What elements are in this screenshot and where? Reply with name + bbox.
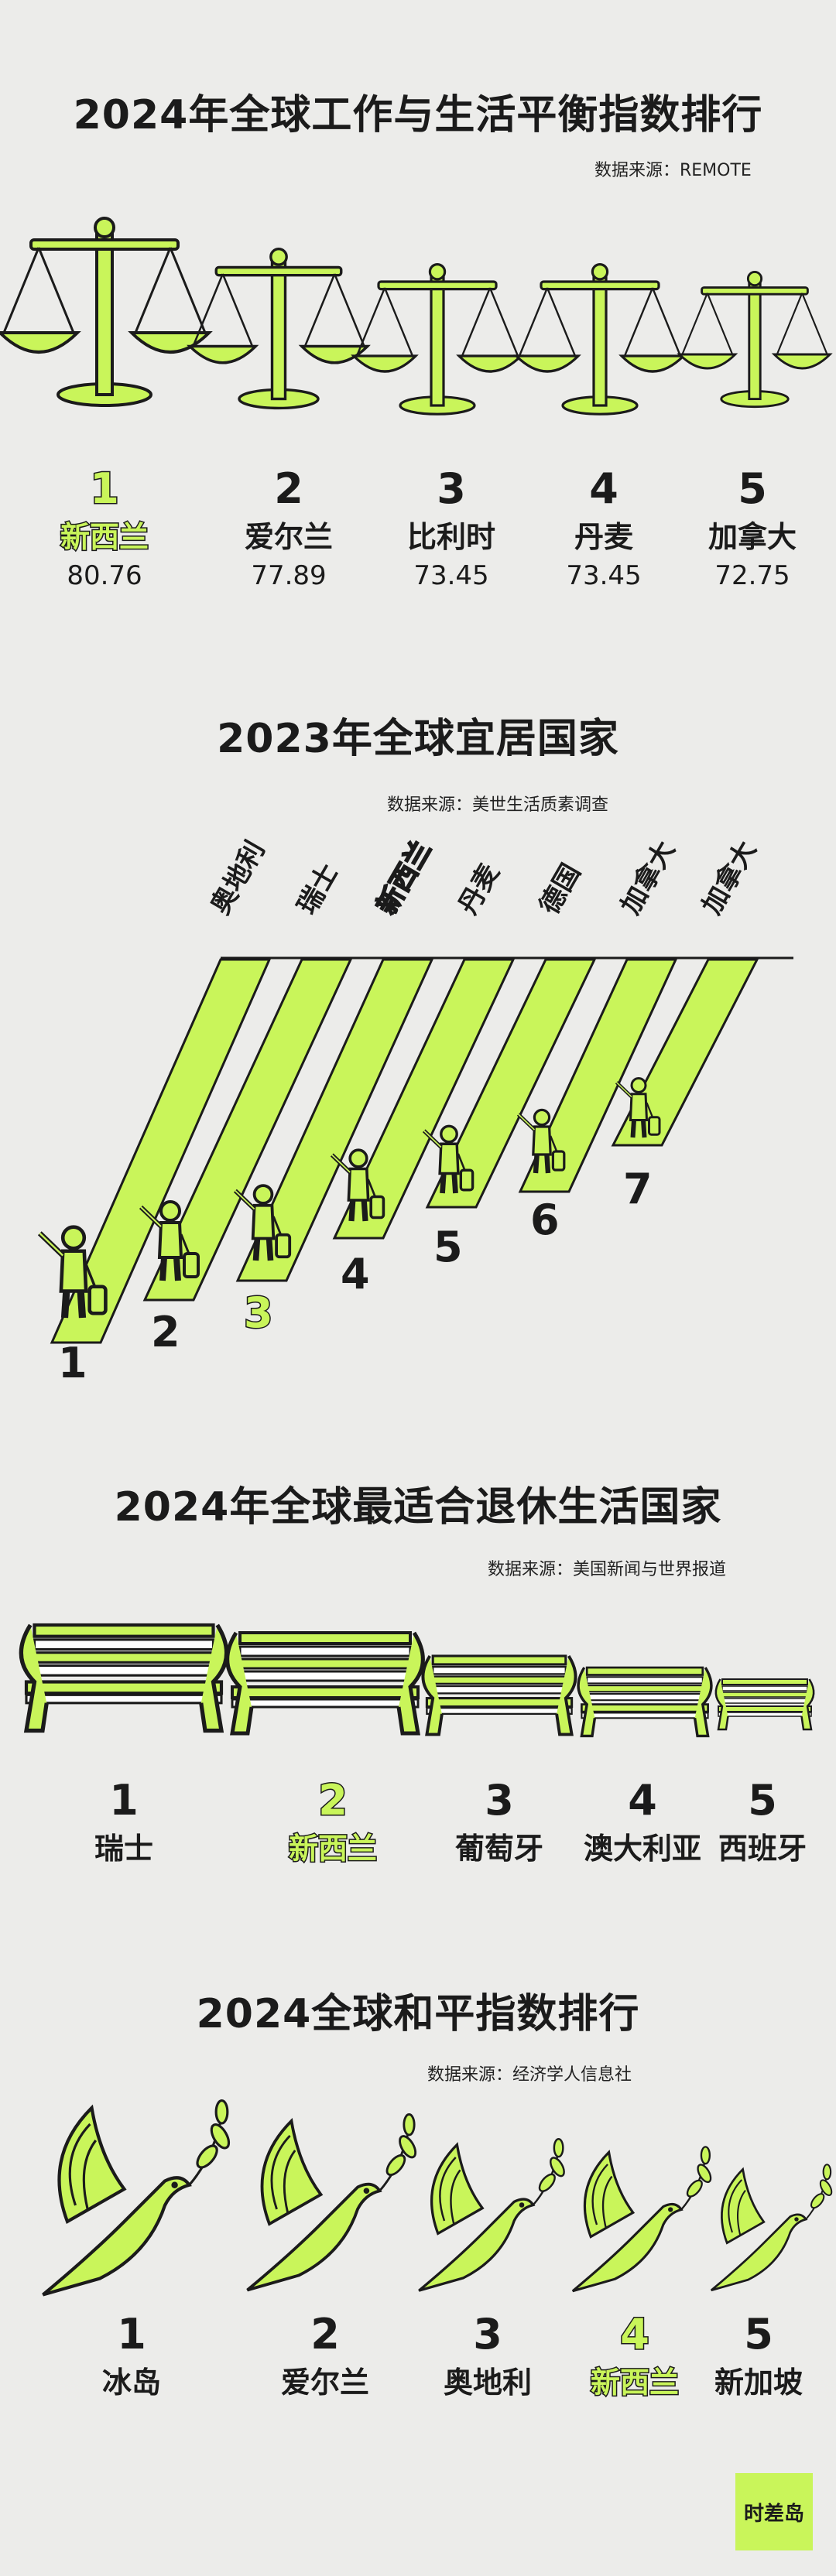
brand-logo: 时差岛 — [735, 2473, 813, 2550]
s1-item-3: 3 比利时 73.45 — [374, 464, 529, 591]
s1-item-1: 1 新西兰 80.76 — [27, 464, 182, 592]
dove-icon-2 — [245, 2112, 420, 2292]
s2-rank-2: 2 — [151, 1308, 180, 1356]
s1-name: 加拿大 — [708, 520, 797, 554]
s1-rank: 5 — [738, 464, 767, 513]
dove-icon-1 — [43, 2101, 233, 2295]
s1-rank: 3 — [437, 464, 466, 513]
s1-rank: 2 — [274, 464, 303, 513]
s1-score: 73.45 — [413, 560, 489, 591]
s3-item-5: 5 西班牙 — [685, 1776, 836, 1867]
s1-score: 73.45 — [566, 560, 642, 591]
s1-item-2: 2 爱尔兰 77.89 — [211, 464, 366, 591]
s4-item-1: 1 冰岛 — [54, 2310, 209, 2401]
s2-rank-7: 7 — [623, 1165, 653, 1213]
s4-name: 新西兰 — [589, 2365, 680, 2401]
stripe-3 — [235, 958, 434, 1282]
s4-item-2: 2 爱尔兰 — [248, 2310, 403, 2401]
s4-name: 爱尔兰 — [280, 2366, 369, 2400]
scale-icon-1 — [0, 217, 211, 407]
s3-item-1: 1 瑞士 — [46, 1776, 201, 1867]
section3-title: 2024年全球最适合退休生活国家 — [114, 1484, 722, 1531]
stripe-1 — [50, 958, 272, 1344]
s3-item-3: 3 葡萄牙 — [422, 1776, 577, 1867]
s1-name: 比利时 — [406, 520, 495, 554]
s3-rank: 5 — [748, 1776, 777, 1825]
s3-rank: 4 — [628, 1776, 657, 1825]
stripe-4 — [332, 958, 516, 1240]
bench-icon-1 — [21, 1625, 226, 1731]
scale-icon-2 — [188, 248, 369, 410]
doves-group — [0, 2105, 835, 2306]
scales-group — [0, 217, 831, 416]
dove-icon-5 — [710, 2163, 835, 2292]
s1-rank: 1 — [89, 464, 121, 515]
s3-name: 新西兰 — [287, 1831, 378, 1867]
s4-item-5: 5 新加坡 — [681, 2310, 836, 2401]
s3-rank: 2 — [317, 1775, 349, 1826]
section2-title: 2023年全球宜居国家 — [217, 716, 619, 762]
scale-icon-5 — [678, 271, 831, 409]
stripe-2 — [142, 958, 353, 1302]
s4-rank: 1 — [117, 2310, 146, 2359]
s3-item-2: 2 新西兰 — [255, 1775, 410, 1867]
scale-icon-3 — [352, 263, 522, 416]
s4-rank: 5 — [744, 2310, 773, 2359]
s4-item-3: 3 奥地利 — [410, 2310, 565, 2401]
dove-icon-4 — [571, 2145, 715, 2293]
s1-score: 77.89 — [251, 560, 327, 591]
s2-rank-5: 5 — [433, 1223, 463, 1271]
s2-rank-6: 6 — [530, 1196, 560, 1244]
s4-rank: 4 — [619, 2309, 651, 2360]
s3-name: 葡萄牙 — [454, 1832, 543, 1866]
s3-rank: 1 — [109, 1776, 139, 1825]
s3-name: 瑞士 — [94, 1832, 153, 1866]
s3-rank: 3 — [485, 1776, 514, 1825]
dove-icon-3 — [417, 2137, 568, 2292]
s2-rank-1: 1 — [58, 1339, 87, 1387]
s2-rank-4: 4 — [341, 1250, 370, 1298]
stripe-5 — [425, 958, 597, 1209]
s1-item-5: 5 加拿大 72.75 — [675, 464, 830, 591]
section1-title: 2024年全球工作与生活平衡指数排行 — [73, 92, 763, 139]
s1-item-4: 4 丹麦 73.45 — [526, 464, 681, 591]
s3-name: 西班牙 — [718, 1832, 807, 1866]
s4-name: 新加坡 — [714, 2366, 803, 2400]
s4-item-4: 4 新西兰 — [557, 2309, 712, 2401]
benches-group — [0, 1610, 815, 1738]
s1-score: 72.75 — [714, 560, 790, 591]
s1-name: 丹麦 — [574, 520, 633, 554]
section2-source: 数据来源：美世生活质素调查 — [387, 795, 609, 815]
s3-name: 澳大利亚 — [583, 1832, 701, 1866]
s1-name: 爱尔兰 — [244, 520, 333, 554]
bench-icon-2 — [228, 1633, 423, 1733]
section1-source: 数据来源：REMOTE — [594, 161, 752, 180]
s1-rank: 4 — [589, 464, 618, 513]
stripe-6 — [518, 958, 678, 1193]
s4-name: 冰岛 — [101, 2366, 161, 2400]
bench-icon-5 — [714, 1678, 815, 1731]
livable-stripes — [0, 956, 793, 1344]
bench-icon-3 — [421, 1654, 577, 1736]
s3-item-4: 4 澳大利亚 — [565, 1776, 720, 1867]
bench-icon-4 — [577, 1666, 713, 1738]
s1-score: 80.76 — [67, 560, 142, 591]
s4-rank: 2 — [310, 2310, 340, 2359]
s1-name: 新西兰 — [59, 519, 149, 556]
section3-source: 数据来源：美国新闻与世界报道 — [488, 1560, 727, 1579]
s4-name: 奥地利 — [443, 2366, 532, 2400]
s2-rank-3: 3 — [243, 1288, 275, 1339]
section4-source: 数据来源：经济学人信息社 — [427, 2065, 632, 2085]
section4-title: 2024全球和平指数排行 — [196, 1991, 640, 2037]
s4-rank: 3 — [473, 2310, 502, 2359]
scale-icon-4 — [515, 263, 685, 416]
